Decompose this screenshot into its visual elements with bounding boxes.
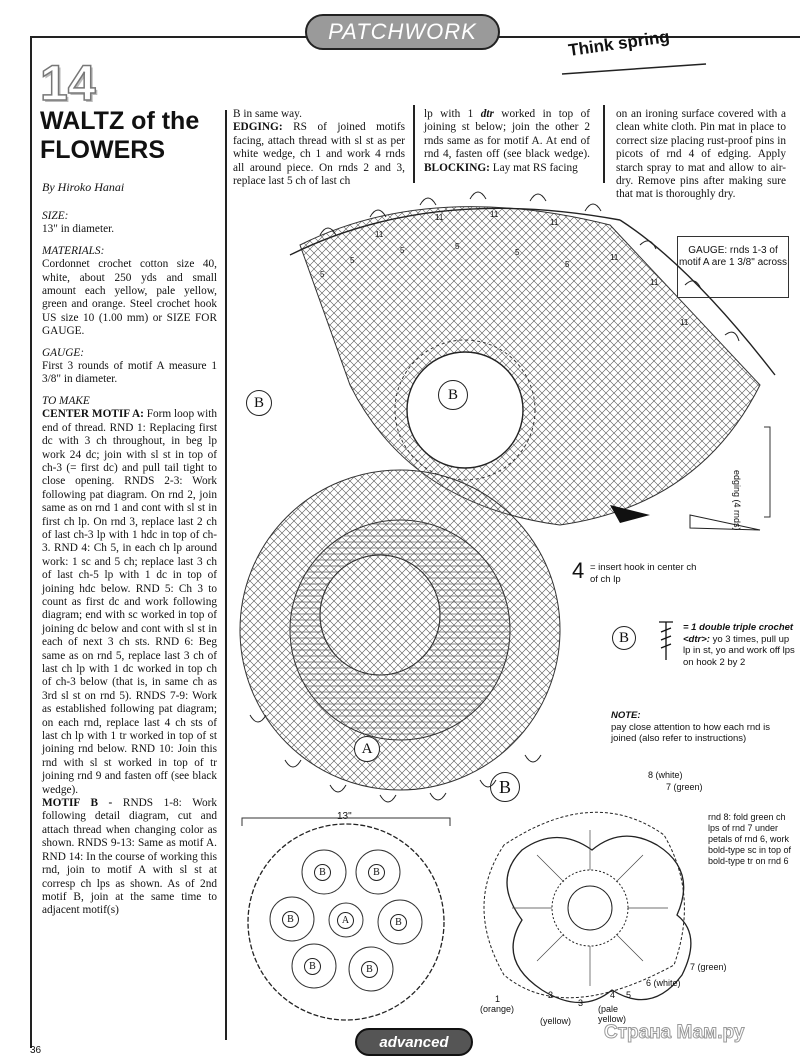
level-badge: advanced [355, 1028, 473, 1056]
section-tab-label: PATCHWORK [328, 19, 477, 44]
to-make-heading: TO MAKE [42, 394, 90, 407]
detail-label-r1: 1 [495, 994, 501, 1004]
size-text: 13" in diameter. [42, 223, 115, 236]
edging-text: RS of joined motifs facing, attach threa… [233, 121, 405, 188]
column-3: lp with 1 dtr worked in top of joining s… [424, 108, 590, 175]
edging-lead: EDGING: [233, 121, 283, 134]
motif-b-marker: B [438, 380, 468, 410]
page-number: 36 [30, 1045, 42, 1056]
chain-count: 5 [455, 242, 460, 251]
chain-count: 11 [375, 230, 384, 239]
materials-text: Cordonnet crochet cotton size 40, white,… [42, 258, 217, 338]
motif-b-marker: B [246, 390, 272, 416]
detail-label-r7-bottom: 7 (green) [690, 962, 727, 972]
motif-a-lead: CENTER MOTIF A: [42, 408, 144, 421]
detail-label-pale: (pale [598, 1004, 619, 1014]
detail-label-r1-color: (orange) [480, 1004, 515, 1014]
tagline-underline [561, 63, 707, 75]
detail-label-r7-top: 7 (green) [666, 782, 703, 792]
dtr-term: dtr [480, 108, 494, 120]
detail-label-r5: 5 [626, 990, 632, 1000]
column-2: B in same way. EDGING: RS of joined moti… [233, 108, 405, 188]
level-badge-label: advanced [379, 1033, 449, 1051]
chain-count: 11 [610, 253, 619, 262]
detail-label-r2: 2 [548, 990, 554, 1000]
col2-continued: B in same way. [233, 108, 302, 120]
title-line-1: WALTZ of the [40, 107, 200, 135]
detail-label-r6: 6 (white) [646, 978, 681, 988]
overview-b: B [368, 864, 385, 881]
dtr-legend-lead: = 1 double triple crochet <dtr>: [683, 622, 794, 645]
chain-count: 11 [490, 210, 499, 219]
dtr-legend: = 1 double triple crochet <dtr>: yo 3 ti… [683, 622, 795, 668]
chain-count: 11 [550, 218, 559, 227]
chain-count: 11 [680, 318, 689, 327]
pattern-number: 14 [39, 54, 96, 112]
column-rule-2 [413, 105, 415, 183]
chain-count: 5 [320, 270, 325, 279]
note-text: pay close attention to how each rnd is j… [611, 721, 770, 745]
gauge-box: GAUGE: rnds 1-3 of motif A are 1 3/8" ac… [677, 236, 789, 298]
size-heading: SIZE: [42, 210, 69, 222]
col3-text-a: lp with 1 [424, 108, 481, 120]
chain-count: 5 [400, 246, 405, 255]
note-heading: NOTE: [611, 710, 641, 721]
diagram-note: NOTE: pay close attention to how each rn… [611, 710, 791, 745]
chain-count: 5 [565, 260, 570, 269]
column-1: SIZE:13" in diameter. MATERIALS:Cordonne… [42, 210, 217, 918]
main-crochet-diagram: 11 11 11 11 5 5 5 5 5 5 11 11 11 [239, 191, 776, 803]
motif-a-text: Form loop with end of thread. RND 1: Rep… [42, 408, 218, 796]
watermark: Страна Мам.ру [603, 1022, 745, 1044]
dtr-symbol-icon [659, 621, 673, 660]
edging-label: edging (4 rnds) [732, 470, 742, 531]
gauge-heading: GAUGE: [42, 346, 85, 359]
detail-label-r8: 8 (white) [648, 770, 683, 780]
materials-heading: MATERIALS: [42, 244, 105, 257]
overview-b: B [304, 958, 321, 975]
chain-count: 11 [435, 213, 444, 222]
detail-motif-b-marker: B [490, 772, 520, 802]
blocking-text: Lay mat RS facing [489, 161, 578, 174]
motif-b-text: RNDS 1-8: Work following detail diagram,… [42, 797, 218, 917]
motif-b-detail-diagram [483, 811, 692, 1003]
chain-count: 11 [650, 278, 659, 287]
insert-hook-symbol: 4 [572, 558, 585, 583]
motif-b-lead: MOTIF B - [42, 797, 123, 810]
column-4: on an ironing surface covered with a cle… [616, 108, 786, 201]
section-tab: PATCHWORK [305, 14, 500, 50]
gauge-text: First 3 rounds of motif A measure 1 3/8"… [42, 360, 217, 386]
detail-label-r3-color: (yellow) [540, 1016, 572, 1026]
detail-rnd8-note: rnd 8: fold green ch lps of rnd 7 under … [708, 812, 792, 866]
column-rule-1 [225, 110, 227, 1040]
detail-label-pale-2: yellow) [598, 1014, 627, 1024]
overview-a: A [337, 912, 354, 929]
pattern-title: WALTZ of the FLOWERS [40, 107, 199, 165]
detail-label-r4: 4 [610, 990, 616, 1000]
insert-hook-note: = insert hook in center ch of ch lp [590, 562, 697, 585]
title-line-2: FLOWERS [40, 136, 165, 164]
column-rule-3 [603, 105, 605, 183]
motif-b-marker: B [612, 626, 636, 650]
byline: By Hiroko Hanai [42, 180, 125, 194]
dtr-legend-text: yo 3 times, pull up lp in st, yo and wor… [683, 633, 795, 668]
overview-size: 13" [337, 811, 352, 822]
detail-label-r3: 3 [578, 998, 584, 1008]
chain-count: 5 [515, 248, 520, 257]
overview-b: B [314, 864, 331, 881]
motif-a-marker: A [354, 736, 380, 762]
col3-text-b: worked in top of joining st below; join … [424, 108, 591, 161]
blocking-lead: BLOCKING: [424, 161, 490, 174]
edging-bracket [764, 426, 771, 518]
overview-b: B [390, 914, 407, 931]
chain-count: 5 [350, 256, 355, 265]
overview-b: B [361, 961, 378, 978]
overview-b: B [282, 911, 299, 928]
